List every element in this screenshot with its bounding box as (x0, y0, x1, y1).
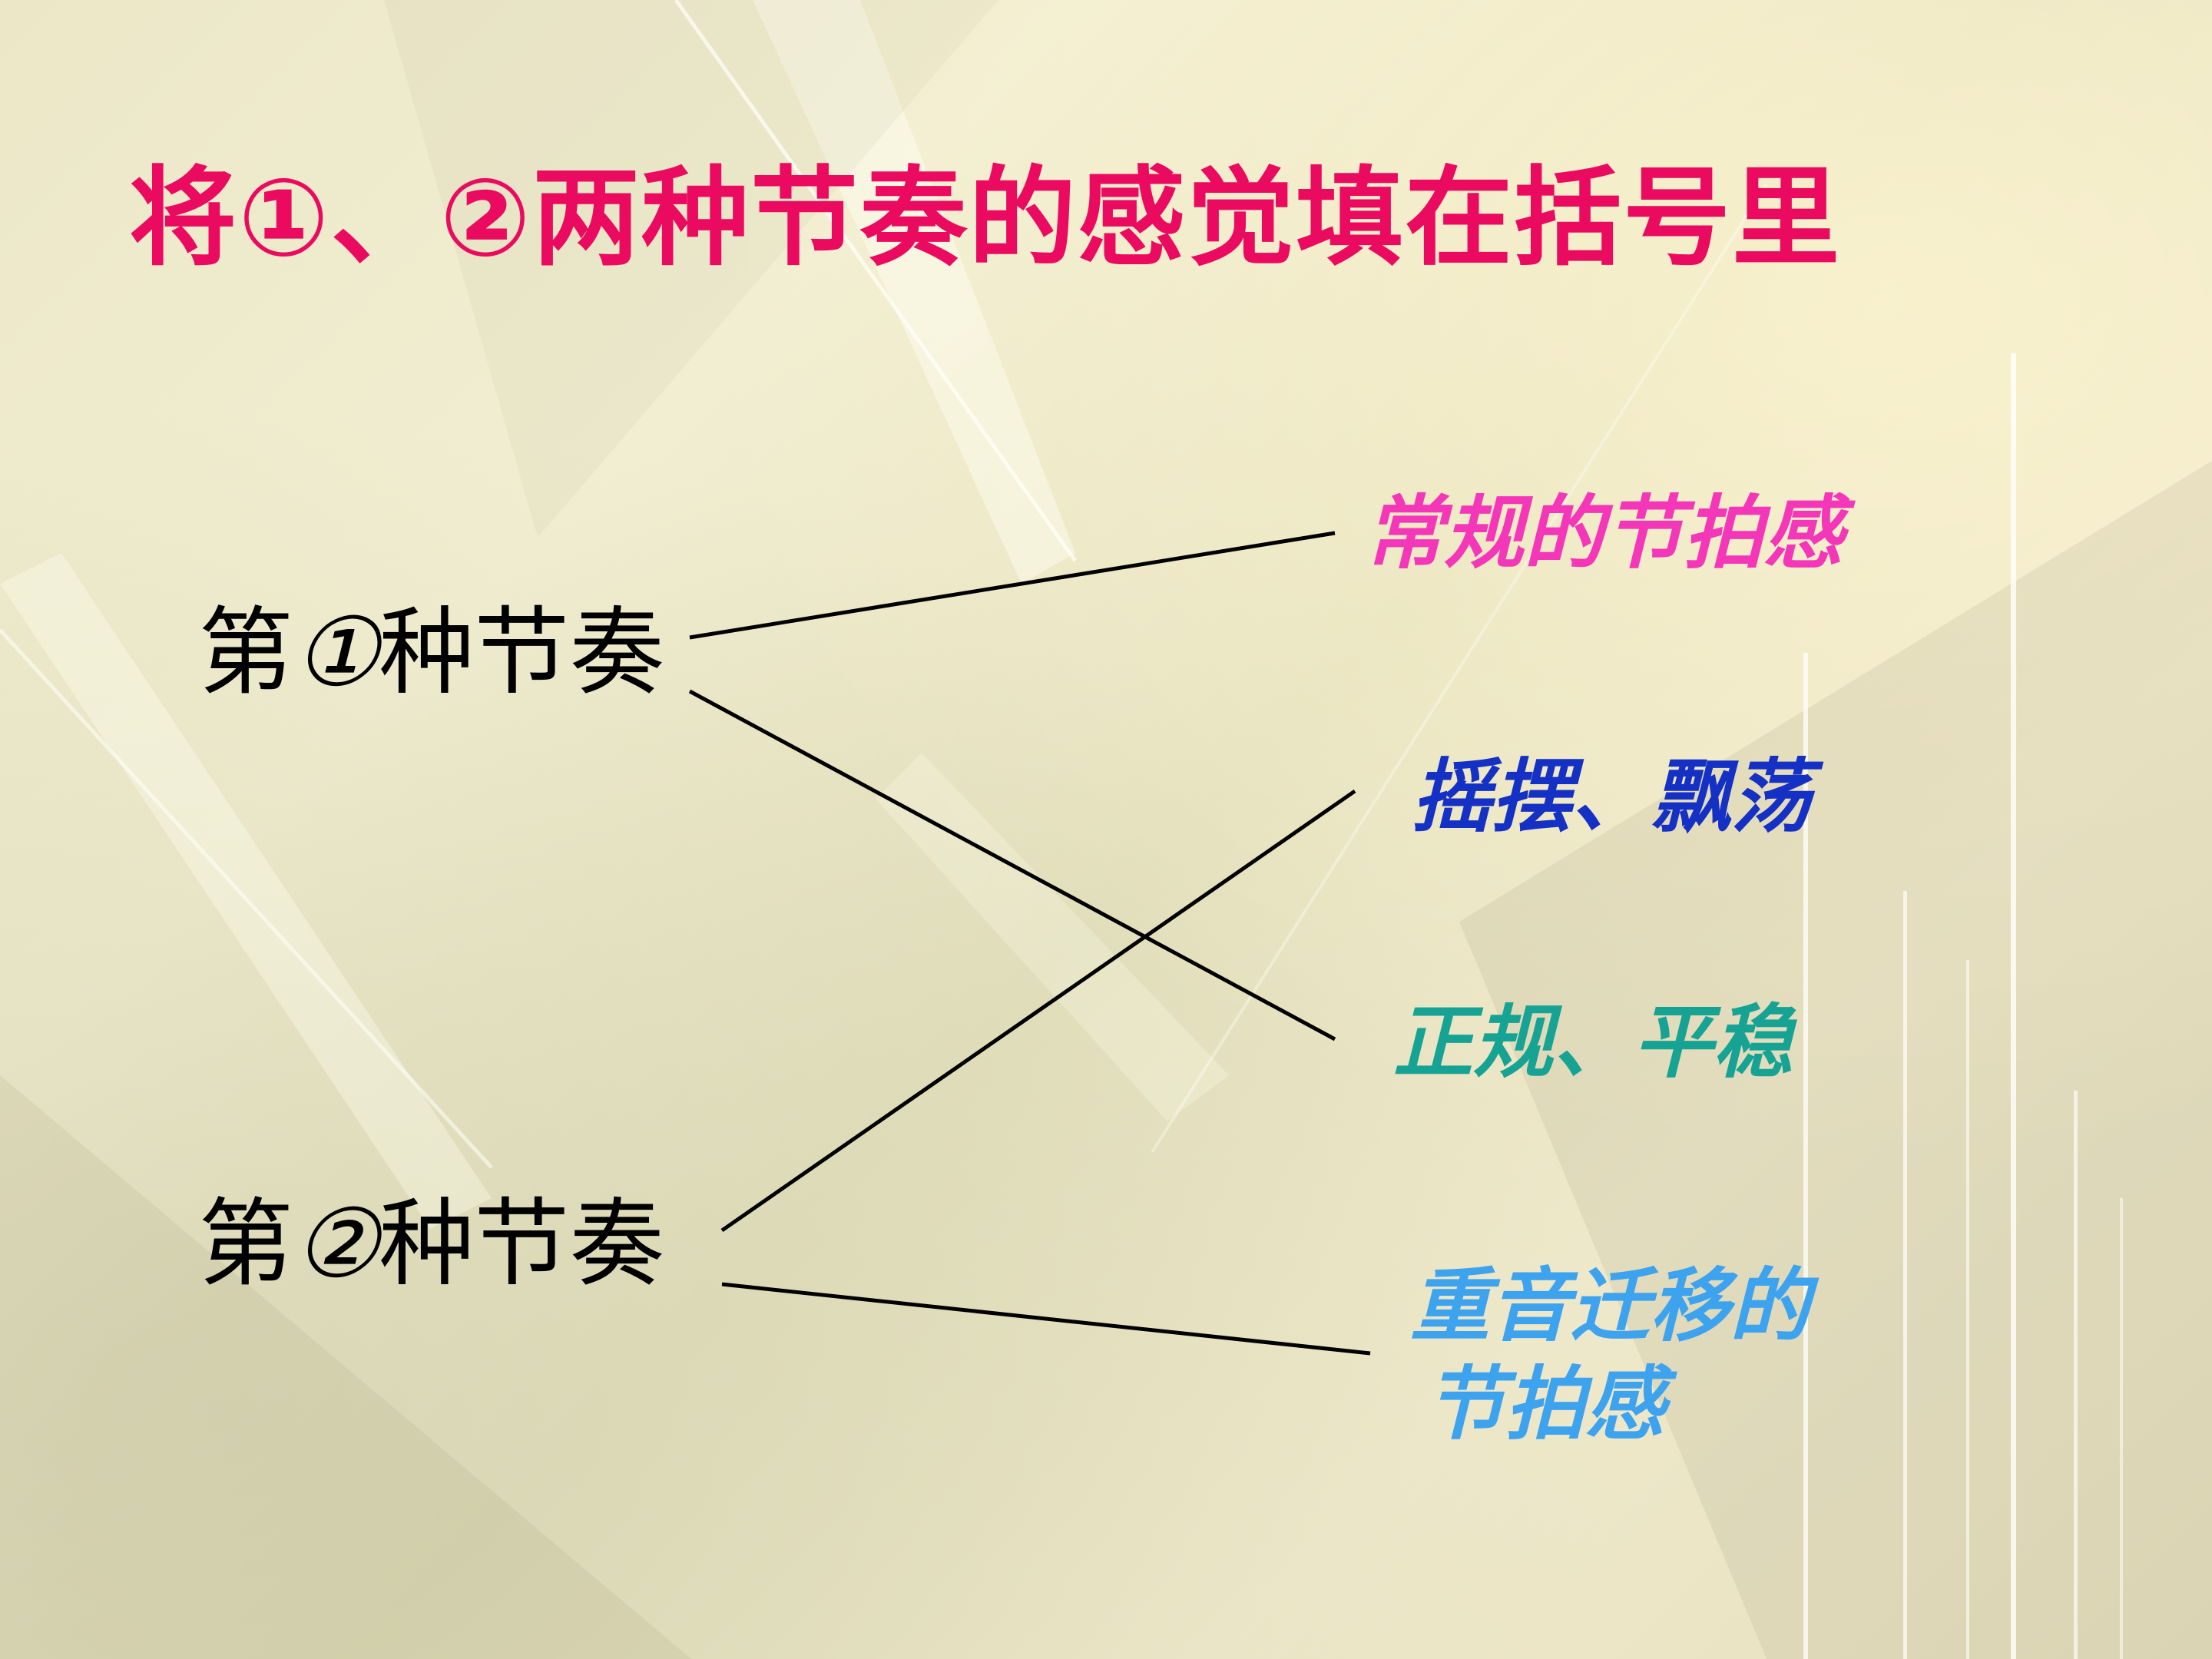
feeling-swing-float: 摇摆、飘荡 (1412, 750, 1812, 843)
vertical-bar (1966, 960, 1969, 1659)
vertical-bar (1803, 653, 1808, 1659)
shadow-facet (0, 1075, 691, 1659)
rhythm-2-label: 第②种节奏 (198, 1187, 664, 1302)
rhythm-2-number: ② (293, 1189, 379, 1300)
connector-line-rhythm1-to-regular-beat (689, 531, 1336, 640)
connector-line-rhythm2-to-swing (720, 789, 1356, 1233)
feeling-shifted-accent-line1: 重音迁移的 (1410, 1259, 1810, 1353)
rhythm-1-number: ① (293, 598, 379, 708)
light-ray (0, 553, 492, 1229)
rhythm-1-suffix: 种节奏 (379, 598, 665, 708)
rhythm-1-prefix: 第 (198, 598, 294, 708)
feeling-shifted-accent-line2: 节拍感 (1426, 1357, 1666, 1451)
vertical-bar (2011, 353, 2016, 1659)
light-line (1151, 183, 1768, 1154)
rhythm-2-suffix: 种节奏 (379, 1189, 665, 1300)
rhythm-2-prefix: 第 (198, 1189, 294, 1300)
vertical-bar (2074, 1091, 2078, 1659)
vertical-bar (1903, 891, 1907, 1659)
feeling-shifted-accent: 重音迁移的 节拍感 (1410, 1257, 1902, 1453)
vertical-bar (2120, 1198, 2123, 1659)
connector-line-rhythm2-to-shifted-accent (721, 1282, 1371, 1356)
feeling-regular-beat: 常规的节拍感 (1364, 486, 1844, 580)
light-line (0, 628, 493, 1169)
feeling-regular-steady: 正规、平稳 (1393, 995, 1793, 1089)
connector-line-rhythm1-to-steady (688, 689, 1336, 1041)
light-ray (876, 753, 1229, 1121)
shadow-facet (1459, 461, 2212, 1659)
light-line (674, 0, 1078, 562)
rhythm-1-label: 第①种节奏 (198, 595, 664, 710)
slide-title: 将①、②两种节奏的感觉填在括号里 (129, 156, 1842, 281)
light-ray (753, 0, 1075, 584)
shadow-facet (384, 0, 998, 538)
